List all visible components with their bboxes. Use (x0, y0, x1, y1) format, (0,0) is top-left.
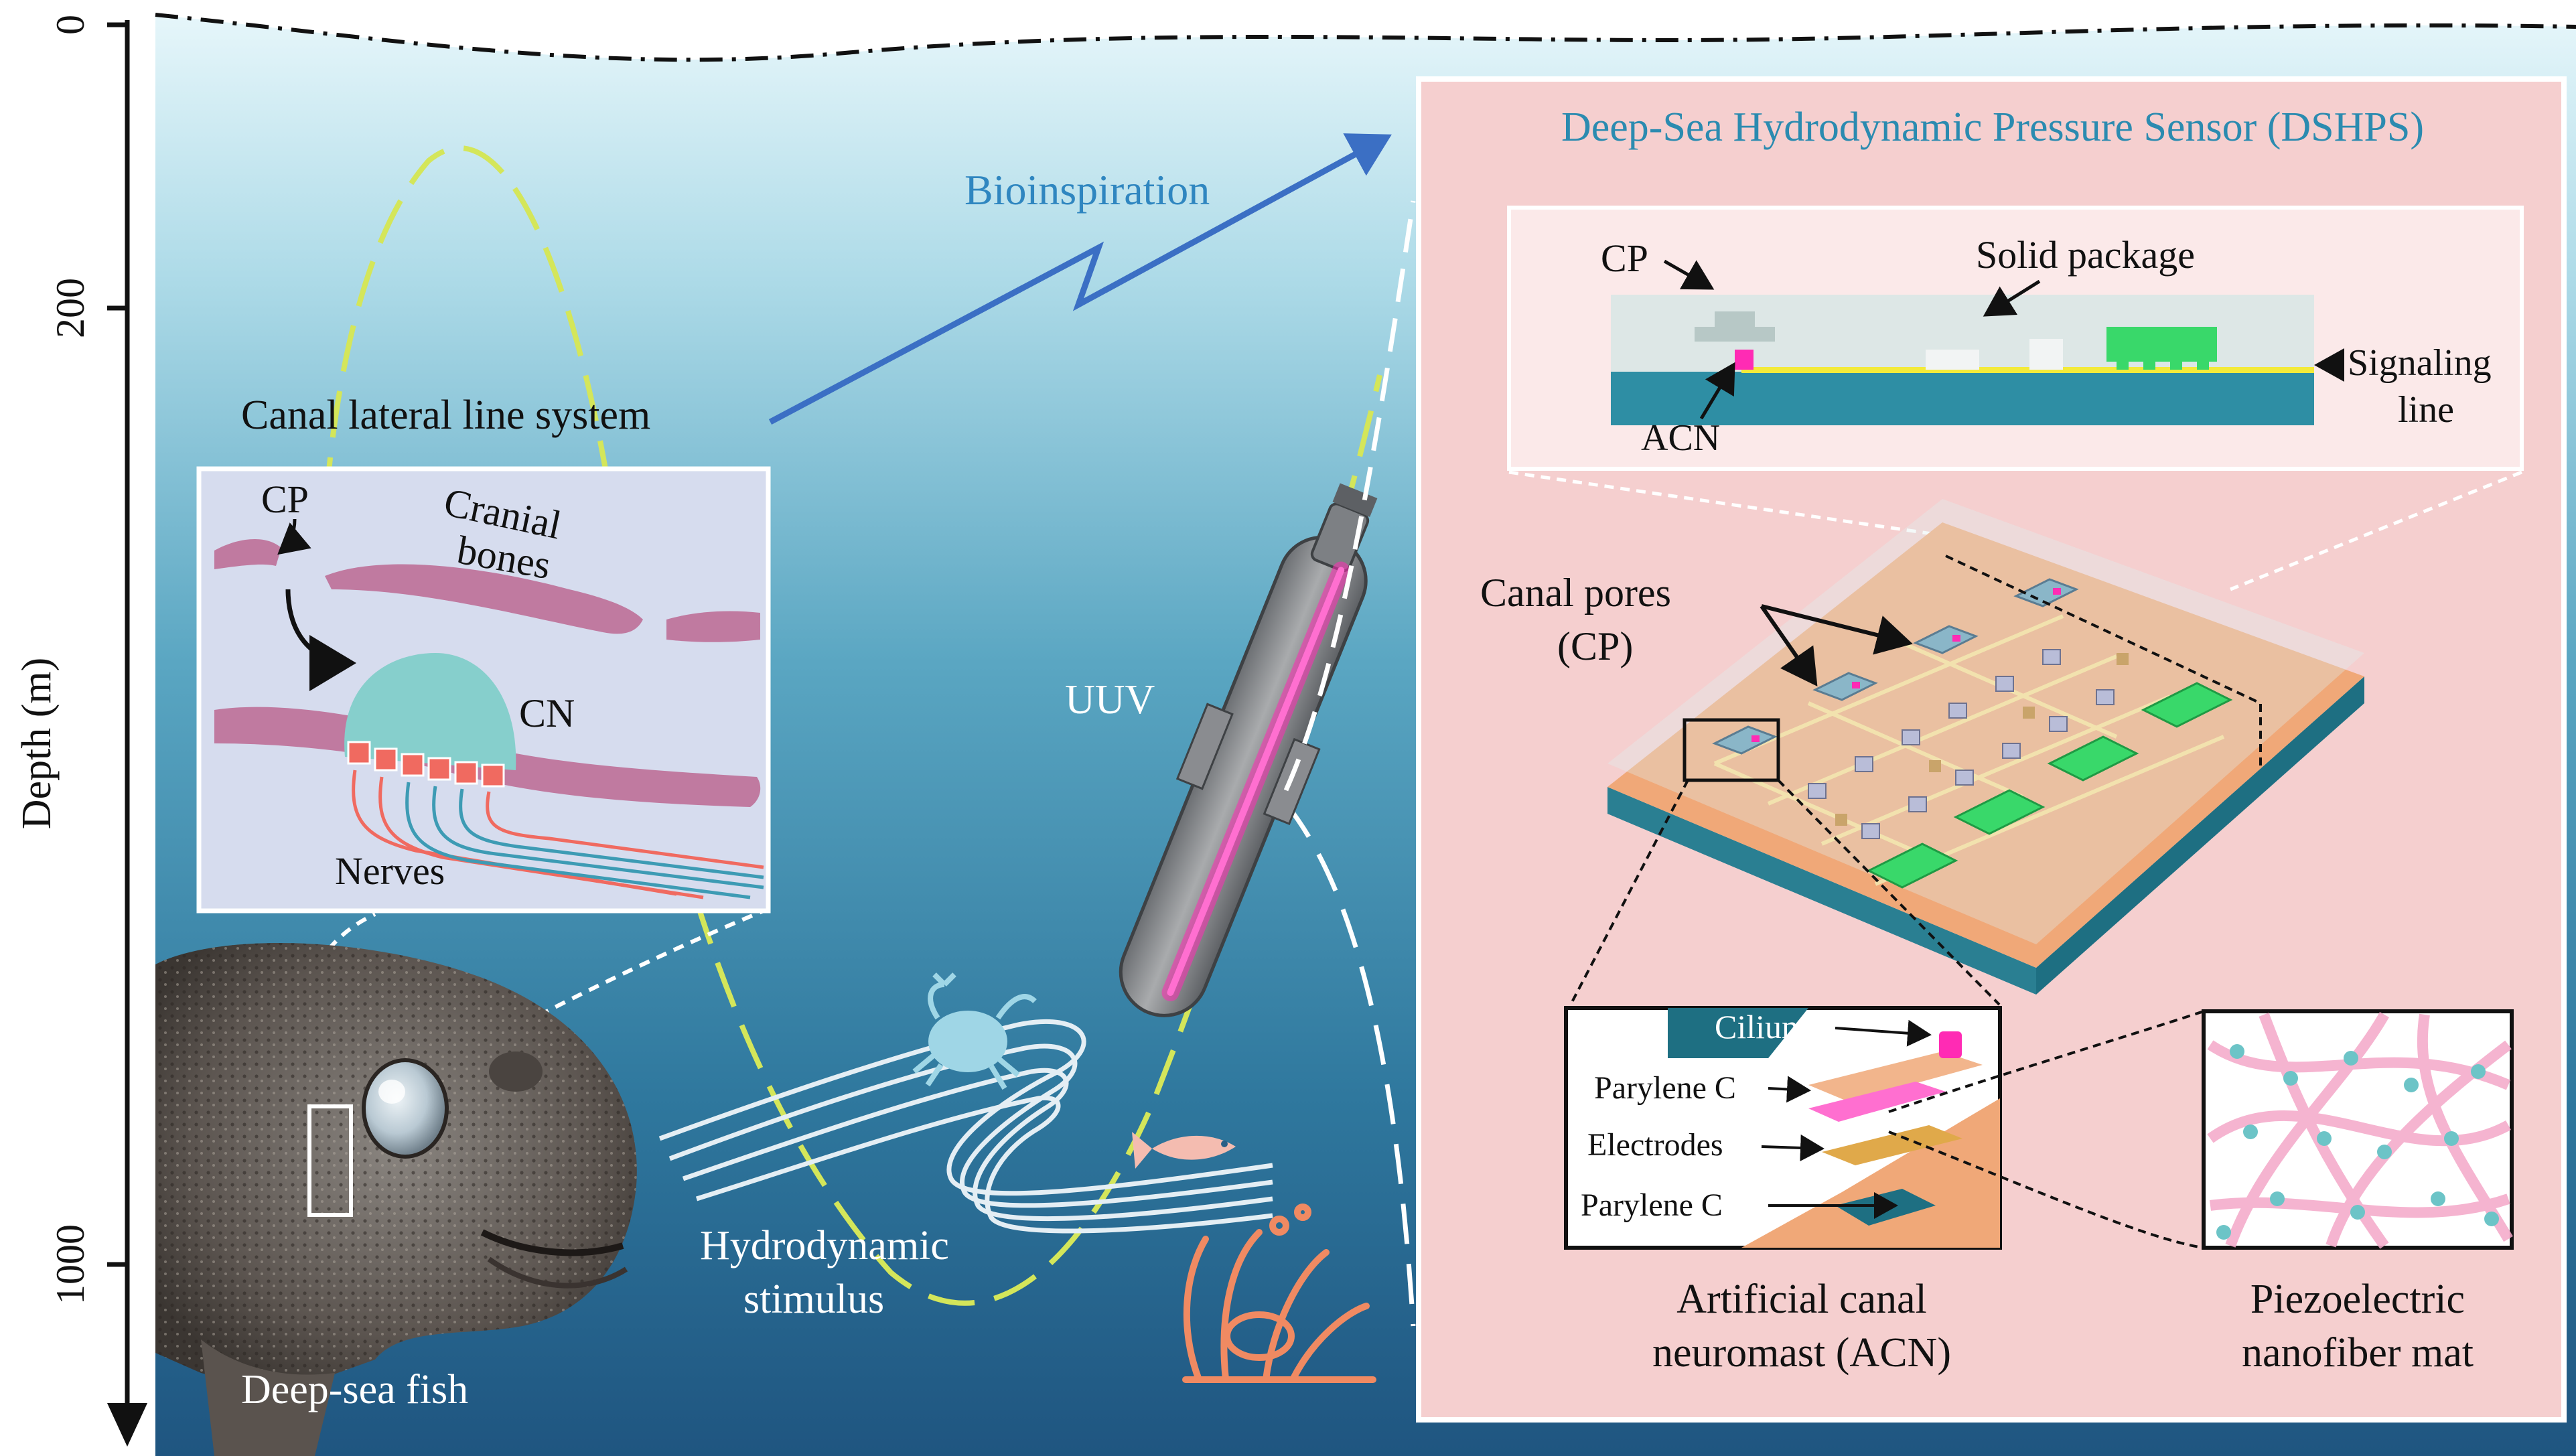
canal-pores (1712, 578, 2079, 755)
package-cover (1607, 499, 2364, 944)
acn-caption-1: Artificial canal (1676, 1277, 1927, 1322)
acn-exploded-view: Cilium Parylene C Electrodes Parylene C (1564, 1006, 2002, 1250)
canal-pores-label-2: (CP) (1557, 624, 1633, 668)
cross-section-cp-arrow (1663, 259, 1715, 290)
hydrodynamic-label-1: Hydrodynamic (700, 1223, 949, 1268)
cranial-bone-right (666, 611, 760, 642)
cross-section-chip (2106, 327, 2217, 362)
nerve-fibers (352, 770, 764, 899)
deep-sea-fish-label: Deep-sea fish (241, 1367, 468, 1412)
fish-canal-inset: CN CP Cranial bones Nerves (196, 466, 771, 914)
board-top (1607, 522, 2364, 968)
depth-axis-title: Depth (m) (14, 658, 60, 830)
canal-pores-arrow-1 (1761, 604, 1913, 655)
cross-section-acn-arrow (1699, 362, 1735, 420)
depth-tick-label-200: 200 (48, 278, 92, 338)
fish-zoom-line-left (299, 912, 376, 1106)
signaling-line-label-1: Signaling (2348, 342, 2492, 384)
cilium-label: Cilium (1715, 1008, 1808, 1045)
fish-mouth (480, 1229, 624, 1256)
sensor-board-isometric (1607, 499, 2364, 995)
nanofiber-mat (2202, 1009, 2514, 1250)
uuv-dive-trajectory (319, 145, 1382, 1306)
dshps-title: Deep-Sea Hydrodynamic Pressure Sensor (D… (1561, 104, 2424, 150)
uuv-label: UUV (1065, 677, 1155, 723)
depth-axis-arrowhead (107, 1403, 147, 1447)
small-fish-icon (1132, 1132, 1236, 1169)
sea-surface-line (155, 13, 2576, 62)
cross-section-cp-label: CP (1601, 236, 1648, 280)
coral-icon (1182, 1204, 1376, 1383)
fish-lateral-line-box (307, 1104, 353, 1217)
dshps-panel: Deep-Sea Hydrodynamic Pressure Sensor (D… (1416, 76, 2567, 1423)
cp-inset-arrow (277, 518, 311, 555)
cranial-bone-main (325, 564, 643, 634)
cross-section-acn-label: ACN (1641, 417, 1720, 459)
nerves-label: Nerves (335, 849, 445, 893)
hair-cells (347, 741, 505, 788)
acn-zoom-box (1683, 718, 1780, 782)
mat-caption-2: nanofiber mat (2242, 1330, 2474, 1376)
solid-package-label: Solid package (1976, 233, 2195, 277)
acn-element (1735, 350, 1754, 370)
deep-sea-fish-illustration (155, 942, 637, 1456)
cranial-bone-left (214, 538, 281, 569)
flow-arrow (285, 589, 356, 691)
canal-neuromast-dome (344, 653, 516, 770)
fish-eye (362, 1058, 449, 1159)
solid-package-arrow (1983, 279, 2041, 317)
depth-tick-label-1000: 1000 (48, 1224, 92, 1305)
parylene-bottom-label: Parylene C (1581, 1187, 1723, 1223)
canal-pores-arrow-2 (1760, 605, 1818, 686)
uuv-vehicle (1119, 483, 1378, 1017)
canal-pores-label-1: Canal pores (1480, 571, 1671, 615)
board-chips (1866, 682, 2233, 889)
uuv-to-panel-zoom (1283, 200, 1416, 792)
crab-icon (912, 972, 1037, 1090)
board-side-right (2036, 676, 2364, 995)
cp-inset-label: CP (261, 478, 309, 521)
signaling-line-label-2: line (2398, 389, 2454, 431)
bioinspiration-arrow (768, 133, 1392, 425)
depth-tick-label-0: 0 (48, 15, 92, 35)
canal-lateral-line-label: Canal lateral line system (241, 392, 650, 438)
cn-label: CN (519, 691, 575, 735)
mat-caption-1: Piezoelectric (2250, 1277, 2465, 1322)
signaling-line-layer (1741, 367, 2314, 373)
uuv-wake-line (1284, 802, 1416, 1327)
board-side-front (1607, 787, 2036, 995)
electrodes-label: Electrodes (1587, 1127, 1723, 1163)
bioinspiration-label: Bioinspiration (964, 166, 1210, 214)
acn-caption-2: neuromast (ACN) (1652, 1330, 1951, 1376)
hydrodynamic-flow-lines (658, 1019, 1273, 1234)
hydrodynamic-label-2: stimulus (743, 1277, 884, 1322)
parylene-top-label: Parylene C (1594, 1070, 1736, 1106)
